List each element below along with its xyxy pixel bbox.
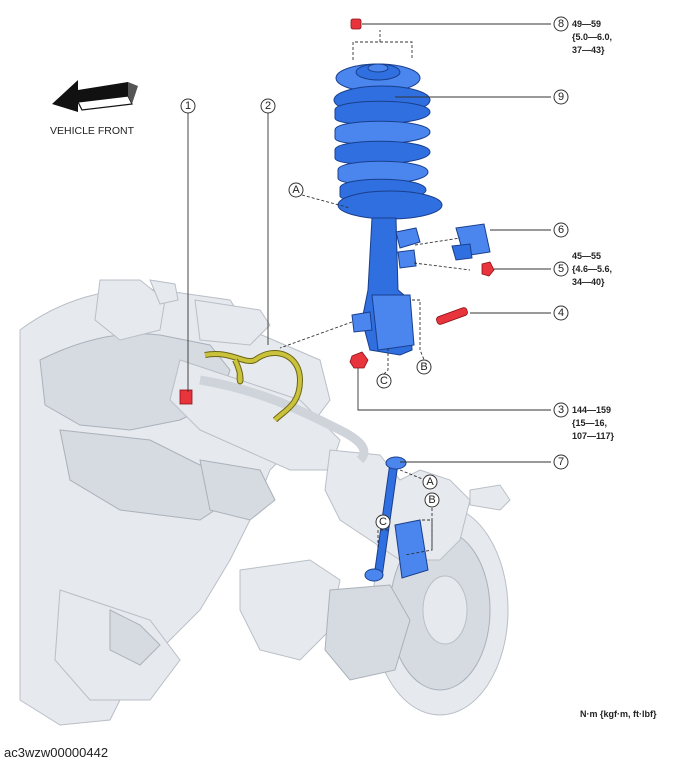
marker-a-upper: A bbox=[288, 182, 304, 198]
callout-8: 8 bbox=[553, 16, 569, 32]
svg-text:{5.0—6.0,: {5.0—6.0, bbox=[572, 32, 612, 42]
shock-absorber-and-coil-spring bbox=[333, 63, 443, 356]
callout-2: 2 bbox=[260, 98, 276, 114]
svg-text:2: 2 bbox=[265, 100, 271, 112]
torque-spec-5: 45—55 {4.6—5.6, 34—40} bbox=[572, 251, 612, 287]
figure-id: ac3wzw00000442 bbox=[4, 745, 109, 760]
svg-text:C: C bbox=[380, 375, 388, 387]
upper-nut bbox=[350, 18, 362, 30]
svg-text:37—43}: 37—43} bbox=[572, 45, 605, 55]
svg-text:{15—16,: {15—16, bbox=[572, 418, 607, 428]
callout-6: 6 bbox=[553, 222, 569, 238]
steering-knuckle-and-disc bbox=[324, 449, 511, 716]
harness-clip bbox=[179, 389, 193, 405]
knuckle-nut bbox=[349, 351, 369, 369]
callout-1: 1 bbox=[180, 98, 196, 114]
svg-text:A: A bbox=[292, 184, 300, 196]
fasteners bbox=[179, 18, 495, 405]
callout-7: 7 bbox=[553, 454, 569, 470]
svg-text:A: A bbox=[426, 476, 434, 488]
svg-text:B: B bbox=[428, 494, 435, 506]
marker-c-lower: C bbox=[375, 514, 391, 530]
svg-text:9: 9 bbox=[558, 91, 564, 103]
leader-lines bbox=[187, 23, 551, 556]
torque-spec-8: 49—59 {5.0—6.0, 37—43} bbox=[572, 19, 612, 55]
torque-unit-label: N·m {kgf·m, ft·lbf} bbox=[580, 709, 657, 719]
svg-text:4: 4 bbox=[558, 307, 564, 319]
callout-3: 3 bbox=[553, 402, 569, 418]
marker-b-lower: B bbox=[424, 492, 440, 508]
svg-text:B: B bbox=[420, 361, 427, 373]
wiring-harness-bracket bbox=[204, 349, 304, 423]
vehicle-front-label: VEHICLE FRONT bbox=[50, 125, 135, 137]
callout-9: 9 bbox=[553, 89, 569, 105]
svg-text:C: C bbox=[379, 516, 387, 528]
svg-text:144—159: 144—159 bbox=[572, 405, 611, 415]
svg-text:107—117}: 107—117} bbox=[572, 431, 615, 441]
marker-b-upper: B bbox=[416, 359, 432, 375]
torque-spec-3: 144—159 {15—16, 107—117} bbox=[572, 405, 615, 441]
callout-4: 4 bbox=[553, 305, 569, 321]
svg-text:6: 6 bbox=[558, 224, 564, 236]
svg-text:49—59: 49—59 bbox=[572, 19, 601, 29]
svg-text:5: 5 bbox=[558, 263, 564, 275]
svg-text:7: 7 bbox=[558, 456, 564, 468]
marker-a-lower: A bbox=[422, 474, 438, 490]
marker-c-upper: C bbox=[376, 373, 392, 389]
svg-text:34—40}: 34—40} bbox=[572, 277, 605, 287]
vehicle-front-arrow-icon bbox=[52, 80, 138, 112]
callout-5: 5 bbox=[553, 261, 569, 277]
svg-text:45—55: 45—55 bbox=[572, 251, 601, 261]
svg-text:1: 1 bbox=[185, 100, 191, 112]
front-crossmember bbox=[19, 279, 341, 726]
svg-text:8: 8 bbox=[558, 18, 564, 30]
stabilizer-bar bbox=[199, 375, 369, 464]
svg-text:3: 3 bbox=[558, 404, 564, 416]
bracket-nut bbox=[481, 261, 495, 277]
knuckle-bolt bbox=[436, 307, 468, 325]
svg-text:{4.6—5.6,: {4.6—5.6, bbox=[572, 264, 612, 274]
